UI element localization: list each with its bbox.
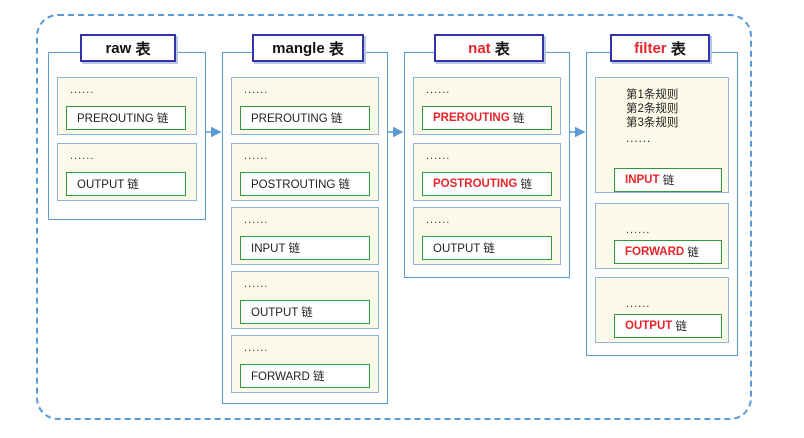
title-name: raw xyxy=(105,39,132,57)
chain-dots: ...... xyxy=(244,342,269,354)
nat-output-chain: ...... OUTPUT 链 xyxy=(413,207,561,265)
title-name: filter xyxy=(634,39,667,57)
chain-dots: ...... xyxy=(70,150,95,162)
raw-output-chain: ...... OUTPUT 链 xyxy=(57,143,197,201)
filter-table: 第1条规则 第2条规则 第3条规则 ...... INPUT 链 ...... … xyxy=(586,52,738,356)
chain-name: FORWARD xyxy=(625,246,685,258)
chain-dots: ...... xyxy=(426,214,451,226)
mangle-prerouting-chain: ...... PREROUTING 链 xyxy=(231,77,379,135)
mangle-forward-chain: ...... FORWARD 链 xyxy=(231,335,379,393)
filter-forward-chain: ...... FORWARD 链 xyxy=(595,203,729,269)
chain-dots: ...... xyxy=(244,84,269,96)
rule-2: 第2条规则 xyxy=(626,103,679,115)
filter-rules-list: 第1条规则 第2条规则 第3条规则 ...... xyxy=(626,88,678,146)
chain-suffix: 链 xyxy=(662,175,675,187)
raw-prerouting-chain: ...... PREROUTING 链 xyxy=(57,77,197,135)
filter-input-chain: 第1条规则 第2条规则 第3条规则 ...... INPUT 链 xyxy=(595,77,729,193)
chain-name: OUTPUT xyxy=(625,320,673,332)
chain-suffix: 链 xyxy=(520,179,533,191)
chain-label: OUTPUT 链 xyxy=(614,314,722,338)
mangle-output-chain: ...... OUTPUT 链 xyxy=(231,271,379,329)
chain-label: PREROUTING 链 xyxy=(422,106,552,130)
chain-label: FORWARD 链 xyxy=(240,364,370,388)
diagram-frame xyxy=(36,14,752,420)
chain-label: INPUT 链 xyxy=(614,168,722,192)
title-suffix: 表 xyxy=(494,40,510,58)
chain-label: OUTPUT 链 xyxy=(240,300,370,324)
chain-label: OUTPUT 链 xyxy=(66,172,186,196)
rule-1: 第1条规则 xyxy=(626,89,679,101)
title-suffix: 表 xyxy=(670,40,686,58)
chain-label: POSTROUTING 链 xyxy=(240,172,370,196)
chain-name: POSTROUTING xyxy=(433,178,518,190)
chain-suffix: 链 xyxy=(675,321,687,333)
chain-dots: ...... xyxy=(626,133,652,145)
nat-table-title: nat 表 xyxy=(434,34,544,62)
chain-suffix: 链 xyxy=(512,113,525,125)
chain-label: OUTPUT 链 xyxy=(422,236,552,260)
rule-3: 第3条规则 xyxy=(626,117,679,129)
chain-label: POSTROUTING 链 xyxy=(422,172,552,196)
chain-label: PREROUTING 链 xyxy=(66,106,186,130)
title-name: mangle xyxy=(272,39,325,57)
chain-dots: ...... xyxy=(626,224,651,236)
chain-label: FORWARD 链 xyxy=(614,240,722,264)
mangle-table-title: mangle 表 xyxy=(252,34,364,62)
chain-label: INPUT 链 xyxy=(240,236,370,260)
title-name: nat xyxy=(468,39,491,57)
chain-suffix: 链 xyxy=(687,247,699,259)
mangle-postrouting-chain: ...... POSTROUTING 链 xyxy=(231,143,379,201)
filter-output-chain: ...... OUTPUT 链 xyxy=(595,277,729,343)
chain-dots: ...... xyxy=(244,150,269,162)
nat-prerouting-chain: ...... PREROUTING 链 xyxy=(413,77,561,135)
filter-table-title: filter 表 xyxy=(610,34,710,62)
nat-postrouting-chain: ...... POSTROUTING 链 xyxy=(413,143,561,201)
chain-dots: ...... xyxy=(626,298,651,310)
mangle-table: ...... PREROUTING 链 ...... POSTROUTING 链… xyxy=(222,52,388,404)
mangle-input-chain: ...... INPUT 链 xyxy=(231,207,379,265)
title-suffix: 表 xyxy=(135,40,151,58)
raw-table-title: raw 表 xyxy=(80,34,176,62)
chain-dots: ...... xyxy=(244,214,269,226)
chain-dots: ...... xyxy=(70,84,95,96)
chain-name: INPUT xyxy=(625,174,660,186)
raw-table: ...... PREROUTING 链 ...... OUTPUT 链 xyxy=(48,52,206,220)
chain-dots: ...... xyxy=(426,150,451,162)
chain-name: PREROUTING xyxy=(433,112,510,124)
chain-label: PREROUTING 链 xyxy=(240,106,370,130)
chain-dots: ...... xyxy=(426,84,451,96)
nat-table: ...... PREROUTING 链 ...... POSTROUTING 链… xyxy=(404,52,570,278)
chain-dots: ...... xyxy=(244,278,269,290)
title-suffix: 表 xyxy=(328,40,344,58)
